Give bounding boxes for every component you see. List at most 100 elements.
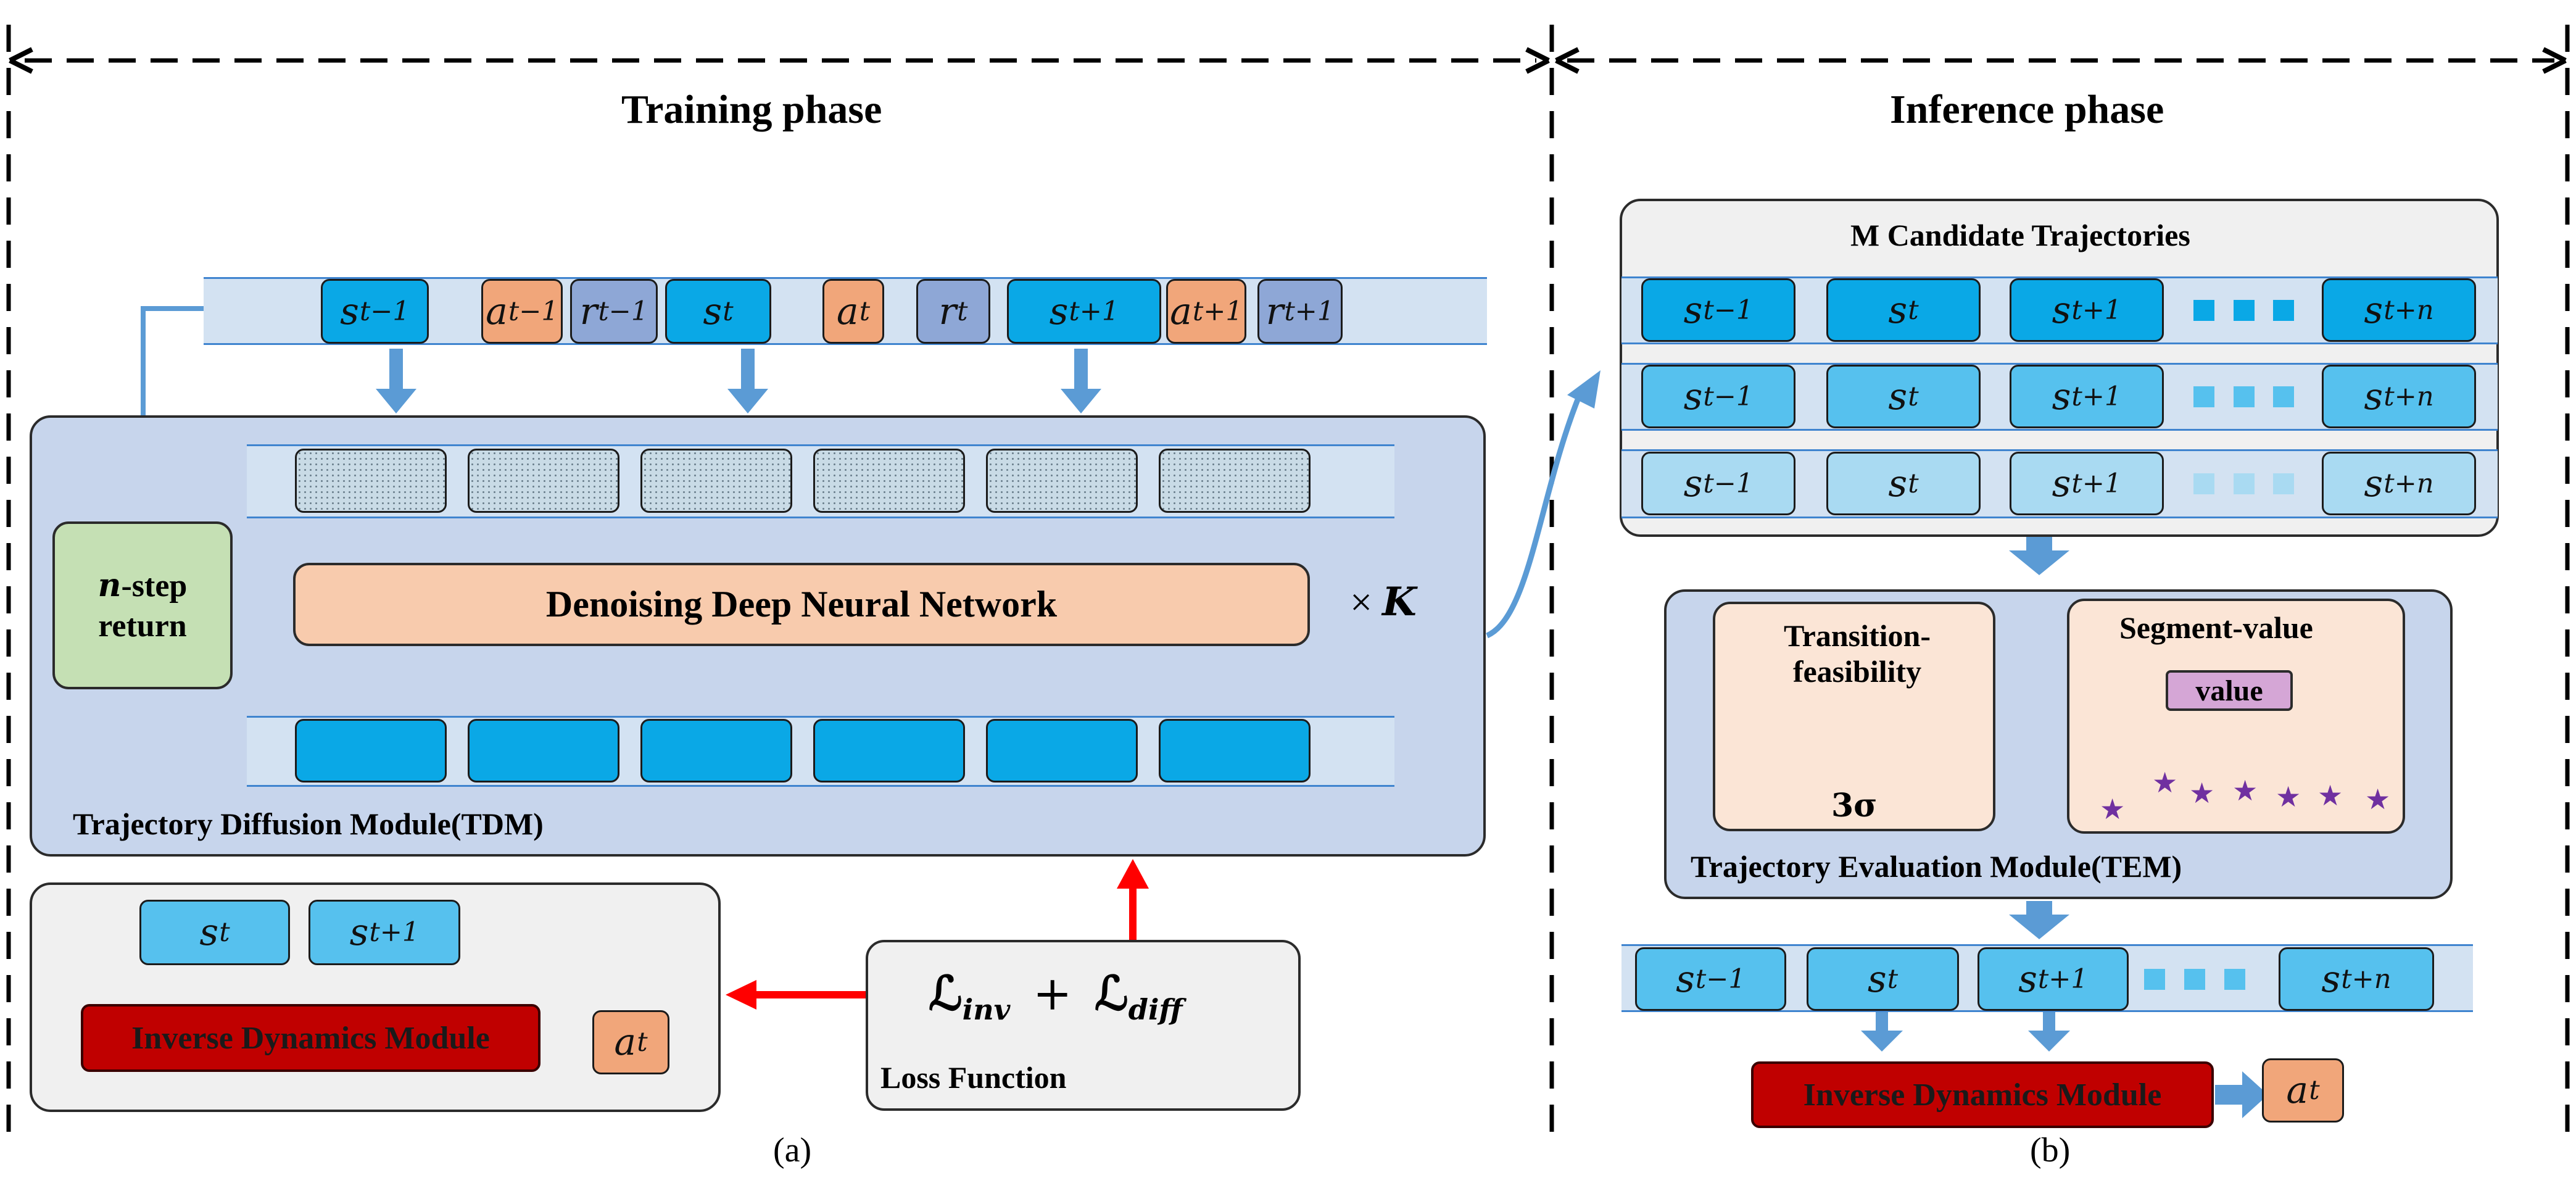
input-token-r-9-base: r [1265,289,1284,333]
l-inv-subscript: inv [962,993,1011,1027]
value-box: value [2166,670,2293,711]
selected-token-3-base: s [2018,957,2037,1001]
inverse-dynamics-module-training: Inverse Dynamics Module [81,1004,540,1072]
candidate-2-token-2-base: s [1888,375,1908,418]
selected-token-1-sub: t−1 [1695,963,1746,995]
denoised-token-6 [1159,719,1311,782]
candidate-3-token-3-sub: t+1 [2071,468,2122,499]
inference-phase-title: Inference phase [1890,87,2164,132]
idm-label-inference: Inverse Dynamics Module [1803,1077,2162,1113]
inference-a-t-sub: t [2309,1075,2320,1106]
star-icon: ★ [2232,774,2258,807]
denoising-network-box: Denoising Deep Neural Network [293,563,1310,646]
candidate-2-token-3-base: s [2052,375,2071,418]
ellipsis-square [2193,386,2214,407]
idm-a-t-sub: t [637,1027,648,1058]
times-symbol: × [1350,580,1373,624]
candidate-3-token-2-base: s [1888,462,1908,505]
input-token-a-2-base: a [486,289,508,333]
denoised-token-1 [295,719,447,782]
loss-function-label: Loss Function [880,1060,1067,1095]
selected-token-2-base: s [1867,957,1887,1001]
input-token-a-5-sub: t [859,296,871,327]
candidate-1-token-2-sub: t [1908,294,1919,326]
denoised-token-3 [640,719,792,782]
l-inv-symbol: ℒ [929,966,963,1021]
candidate-1-token-1-sub: t−1 [1703,294,1754,326]
idm-label-training: Inverse Dynamics Module [131,1020,490,1056]
noise-token-2 [468,449,619,513]
noise-token-3 [640,449,792,513]
ellipsis-square [2273,386,2294,407]
ellipsis-square [2193,300,2214,321]
training-phase-title: Training phase [621,87,882,132]
feasibility-card [1713,602,1995,831]
idm-s-t-sub: t [219,917,230,948]
star-icon: ★ [2317,779,2343,812]
caption-b: (b) [2030,1131,2071,1169]
nstep-return-box: n-step return [52,521,233,689]
candidate-3-token-1-sub: t−1 [1703,468,1754,499]
input-token-s-7-sub: t+1 [1069,296,1119,327]
loss-plus: + [1032,966,1072,1021]
input-token-a-5-base: a [836,289,859,333]
candidate-3-token-3-base: s [2052,462,2071,505]
idm-s-t-base: s [199,911,219,954]
selected-token-3-sub: t+1 [2037,963,2088,995]
ellipsis-square [2234,473,2255,494]
denoised-token-5 [986,719,1138,782]
training-down-arrows [376,349,1101,413]
input-token-s-4-base: s [703,289,723,333]
idm-s-t1-sub: t+1 [369,917,420,948]
ellipsis-square [2234,300,2255,321]
times-k-label: × K [1350,579,1417,625]
candidate-2-token-3-sub: t+1 [2071,381,2122,412]
ellipsis-square [2273,300,2294,321]
ellipsis-square [2184,969,2205,990]
input-token-a-8-base: a [1170,289,1192,333]
candidate-3-token-2-sub: t [1908,468,1919,499]
input-token-r-3-sub: t−1 [598,296,648,327]
ellipsis-square [2273,473,2294,494]
k-symbol: K [1382,579,1417,625]
feasibility-line1: Transition- [1784,618,1931,653]
feasibility-line2: feasibility [1792,654,1922,689]
star-icon: ★ [2189,776,2215,810]
noise-token-5 [986,449,1138,513]
idm-s-t1-base: s [349,911,369,954]
denoising-network-label: Denoising Deep Neural Network [545,584,1058,625]
candidate-1-token-3-base: s [2052,288,2071,332]
segment-value-title: Segment-value [2119,610,2313,645]
candidate-3-token-4-sub: t+n [2383,468,2434,499]
input-token-a-8-sub: t+1 [1192,296,1243,327]
input-token-r-6-sub: t [957,296,968,327]
ellipsis-square [2193,473,2214,494]
l-diff-subscript: diff [1128,993,1183,1027]
noise-token-6 [1159,449,1311,513]
